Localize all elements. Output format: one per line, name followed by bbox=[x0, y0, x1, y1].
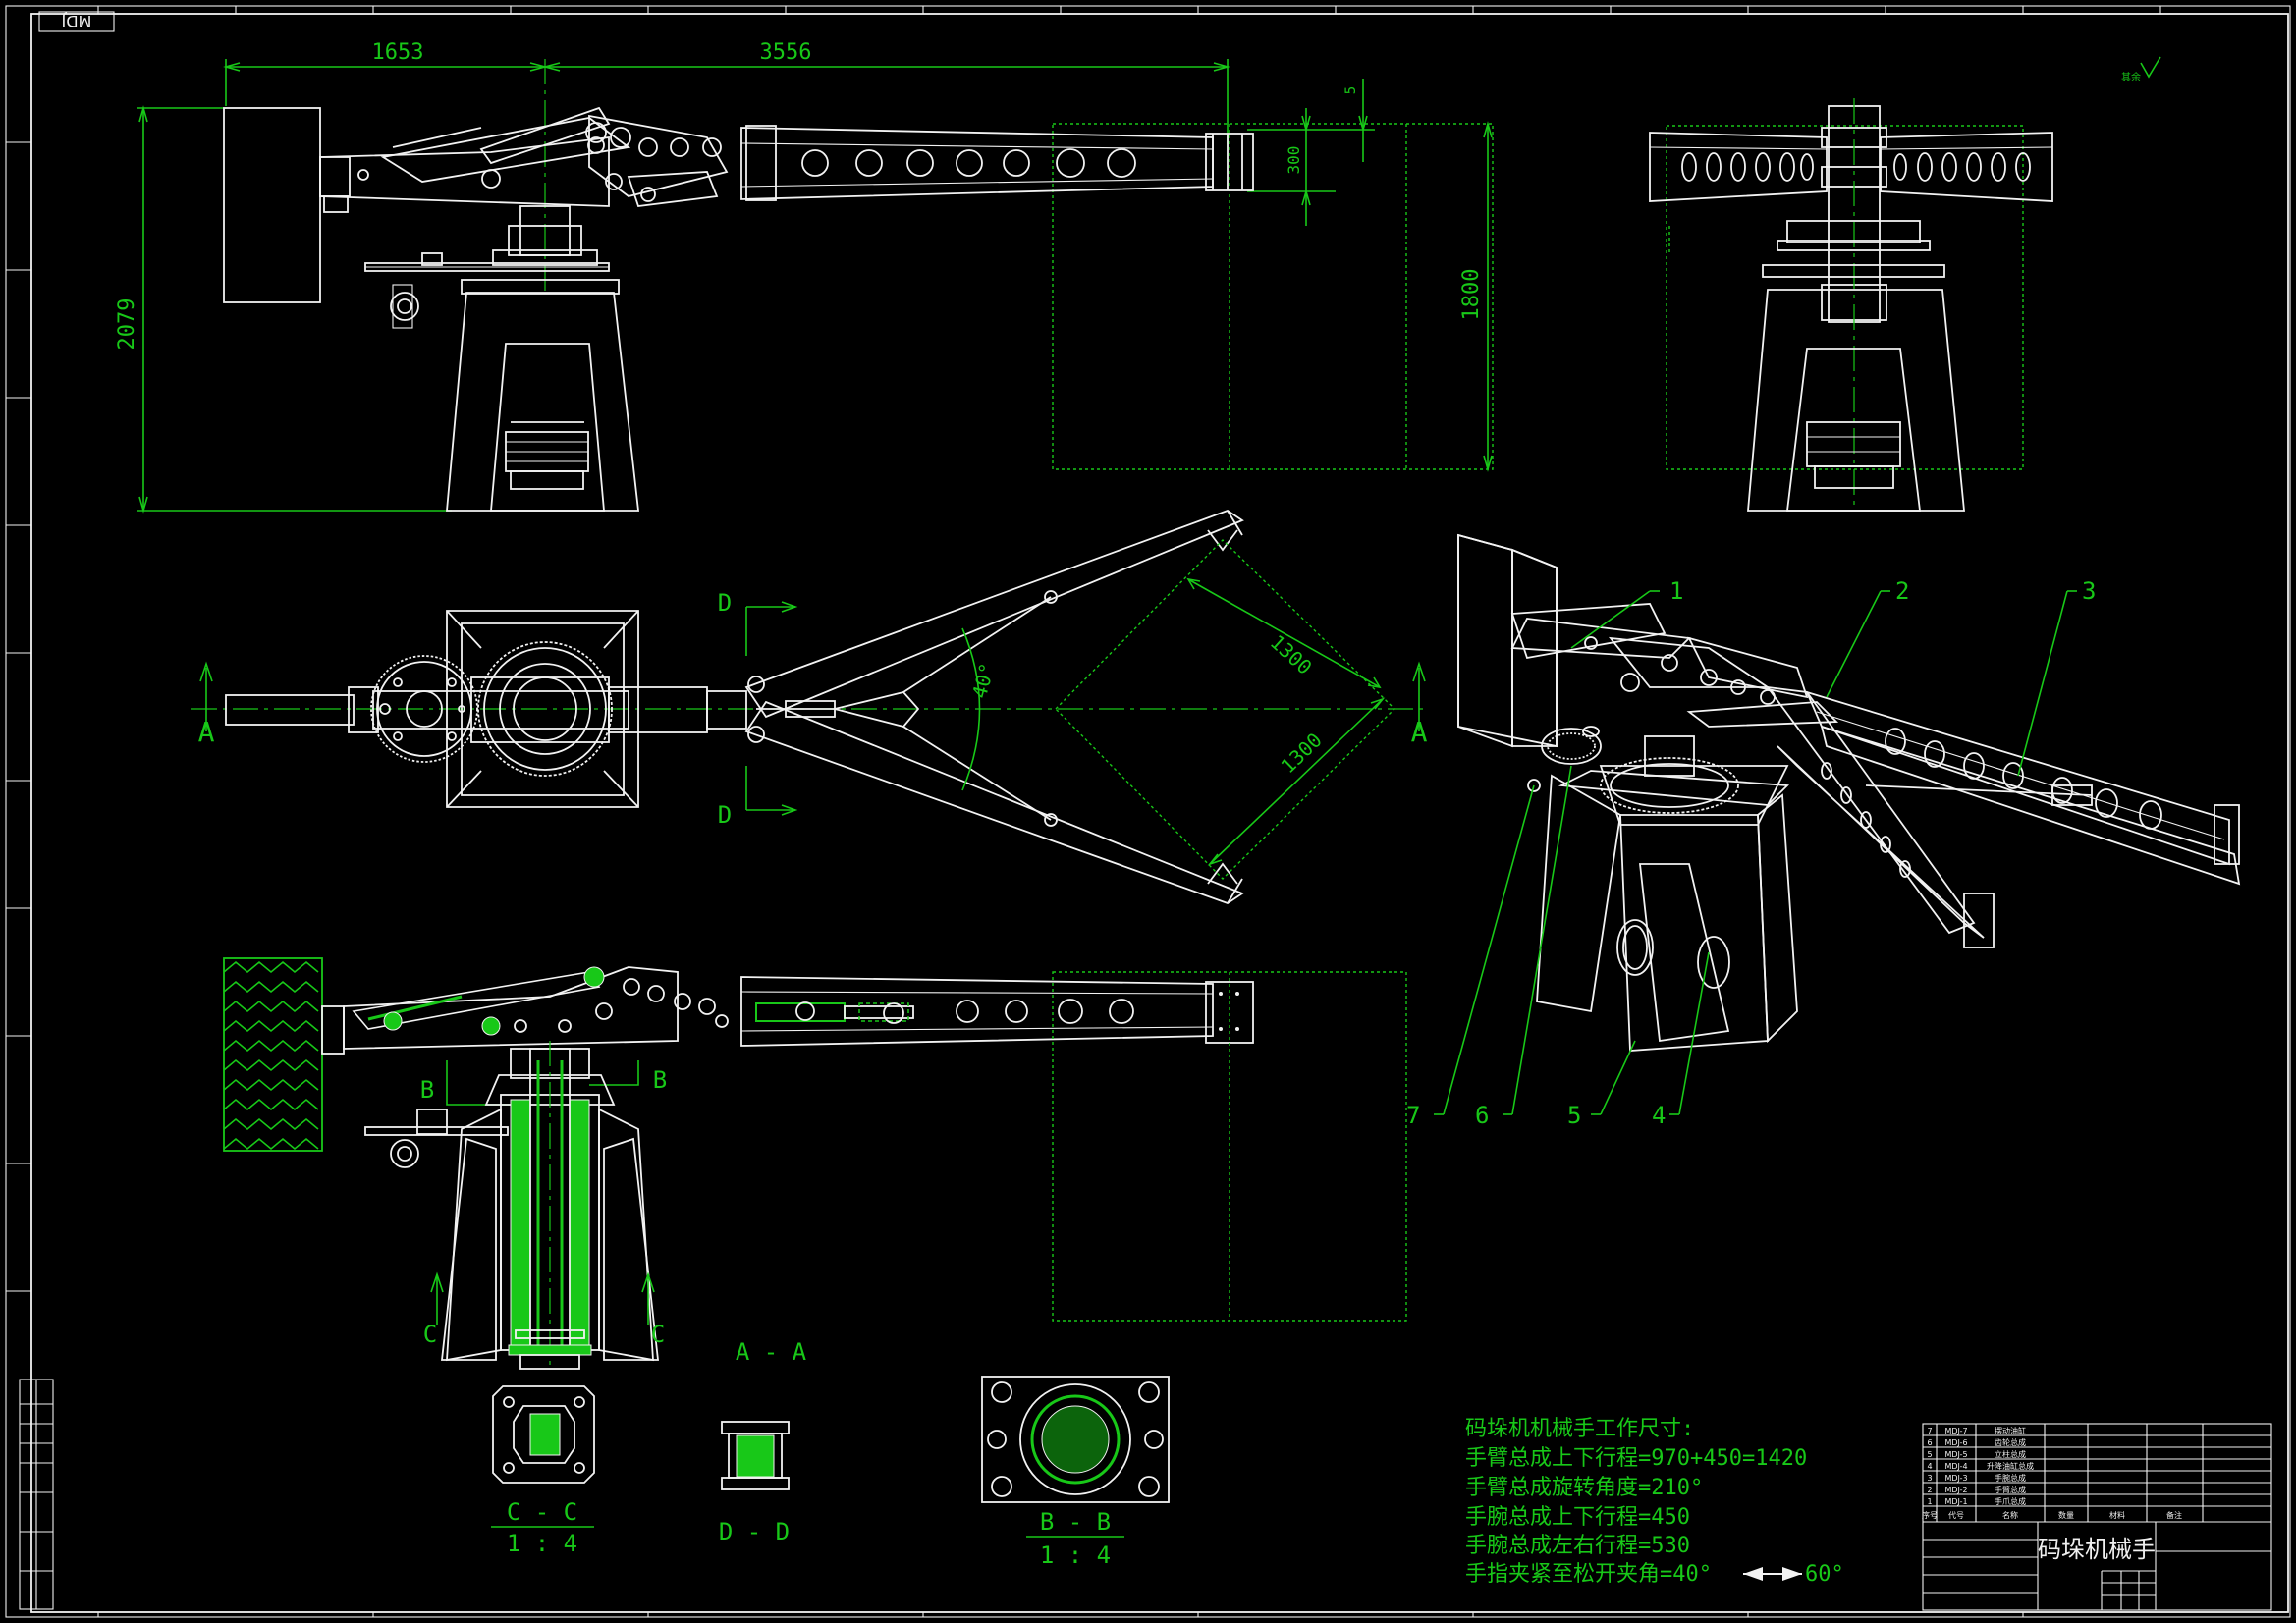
tb-row2-no: 2 bbox=[1927, 1486, 1932, 1494]
balloon-4: 4 bbox=[1652, 1102, 1666, 1129]
section-a-right: A bbox=[1411, 716, 1428, 748]
dim-1653: 1653 bbox=[372, 40, 424, 65]
section-d-bottom: D bbox=[718, 801, 732, 829]
dim-2079: 2079 bbox=[115, 298, 139, 351]
section-cc-scale: 1 : 4 bbox=[507, 1530, 577, 1557]
tb-row2-name: 手臂总成 bbox=[1995, 1485, 2026, 1494]
front-view: 1653 3556 2079 1800 300 5 bbox=[115, 40, 1494, 514]
tb-row4-code: MDJ-4 bbox=[1944, 1462, 1967, 1471]
section-cc-label: C - C bbox=[507, 1498, 577, 1526]
spec-title: 码垛机机械手工作尺寸: bbox=[1465, 1417, 1694, 1441]
tb-row1-code: MDJ-1 bbox=[1944, 1497, 1967, 1506]
outer-frame bbox=[5, 5, 2291, 1618]
svg-text:其余: 其余 bbox=[2121, 71, 2141, 83]
tb-row3-name: 手腕总成 bbox=[1995, 1473, 2026, 1483]
side-view bbox=[1649, 98, 2053, 512]
dim-3556: 3556 bbox=[760, 40, 812, 65]
section-view: B B C C bbox=[223, 957, 1407, 1370]
spec-line-1: 手臂总成上下行程=970+450=1420 bbox=[1465, 1446, 1807, 1471]
spec-notes: 码垛机机械手工作尺寸: 手臂总成上下行程=970+450=1420 手臂总成旋转… bbox=[1465, 1417, 1844, 1587]
tb-row1-no: 1 bbox=[1927, 1497, 1932, 1506]
top-view: A A D D bbox=[191, 509, 1428, 904]
balloon-1: 1 bbox=[1669, 577, 1683, 605]
balloon-7: 7 bbox=[1406, 1102, 1420, 1129]
tb-hdr-name: 名称 bbox=[2002, 1510, 2018, 1520]
tb-row4-no: 4 bbox=[1927, 1462, 1932, 1471]
section-bb-label: B - B bbox=[1040, 1508, 1111, 1536]
section-details: A - A C - C 1 : 4 D - D B - B 1 : 4 bbox=[491, 1338, 1170, 1569]
spec-line-4: 手腕总成左右行程=530 bbox=[1465, 1534, 1690, 1558]
tb-row6-name: 齿轮总成 bbox=[1995, 1437, 2026, 1447]
tb-hdr-material: 材料 bbox=[2109, 1510, 2125, 1520]
section-b-left: B bbox=[420, 1076, 434, 1104]
inner-frame bbox=[30, 13, 2289, 1613]
tb-row7-no: 7 bbox=[1927, 1427, 1932, 1435]
section-d-top: D bbox=[718, 589, 732, 617]
tb-row3-code: MDJ-3 bbox=[1944, 1474, 1967, 1483]
tb-row2-code: MDJ-2 bbox=[1944, 1486, 1967, 1494]
balloon-6: 6 bbox=[1475, 1102, 1489, 1129]
dim-angle-40: 40° bbox=[967, 661, 1000, 701]
dim-300: 300 bbox=[1285, 146, 1303, 175]
balloon-3: 3 bbox=[2082, 577, 2096, 605]
tb-row7-code: MDJ-7 bbox=[1944, 1427, 1967, 1435]
section-c-right: C bbox=[651, 1321, 665, 1348]
code-box bbox=[38, 11, 115, 32]
tb-row5-no: 5 bbox=[1927, 1450, 1932, 1459]
spec-line-2: 手臂总成旋转角度=210° bbox=[1465, 1476, 1703, 1500]
roughness-symbol: 其余 bbox=[2121, 56, 2161, 83]
section-dd-label: D - D bbox=[719, 1518, 790, 1545]
left-strip bbox=[19, 1379, 54, 1610]
balloon-5: 5 bbox=[1567, 1102, 1581, 1129]
section-c-left: C bbox=[423, 1321, 437, 1348]
spec-line-3: 手腕总成上下行程=450 bbox=[1465, 1505, 1690, 1530]
tb-row6-no: 6 bbox=[1927, 1438, 1932, 1447]
zone-ticks bbox=[6, 6, 2161, 1617]
section-b-right: B bbox=[653, 1066, 667, 1094]
tb-hdr-code: 代号 bbox=[1948, 1510, 1964, 1520]
section-a-left: A bbox=[198, 716, 215, 748]
dim-5: 5 bbox=[1343, 86, 1359, 94]
tb-drawing-name: 码垛机械手 bbox=[2038, 1536, 2156, 1563]
tb-row7-name: 摆动油缸 bbox=[1995, 1426, 2026, 1435]
title-block: 7 MDJ-7 摆动油缸 6 MDJ-6 齿轮总成 5 MDJ-5 立柱总成 4… bbox=[1922, 1423, 2272, 1611]
dim-1300-b: 1300 bbox=[1276, 729, 1326, 779]
tb-hdr-remark: 备注 bbox=[2166, 1510, 2182, 1520]
tb-hdr-no: 序号 bbox=[1922, 1510, 1938, 1520]
dim-1800: 1800 bbox=[1459, 269, 1484, 321]
tb-hdr-qty: 数量 bbox=[2058, 1510, 2074, 1520]
code-box-text: MDJ bbox=[62, 12, 92, 30]
tb-row4-name: 升降油缸总成 bbox=[1987, 1461, 2034, 1471]
section-bb-scale: 1 : 4 bbox=[1040, 1542, 1111, 1569]
spec-line-6: 60° bbox=[1805, 1562, 1844, 1587]
balloons: 1 2 3 4 5 6 7 bbox=[1406, 577, 2096, 1129]
spec-line-5: 手指夹紧至松开夹角=40° bbox=[1465, 1562, 1712, 1587]
tb-row6-code: MDJ-6 bbox=[1944, 1438, 1967, 1447]
tb-row5-code: MDJ-5 bbox=[1944, 1450, 1967, 1459]
balloon-2: 2 bbox=[1895, 577, 1909, 605]
tb-row1-name: 手爪总成 bbox=[1995, 1496, 2026, 1506]
tb-row3-no: 3 bbox=[1927, 1474, 1932, 1483]
section-aa-label: A - A bbox=[736, 1338, 807, 1366]
tb-row5-name: 立柱总成 bbox=[1995, 1449, 2026, 1459]
perspective-view: 1 2 3 4 5 6 7 bbox=[1406, 533, 2241, 1129]
